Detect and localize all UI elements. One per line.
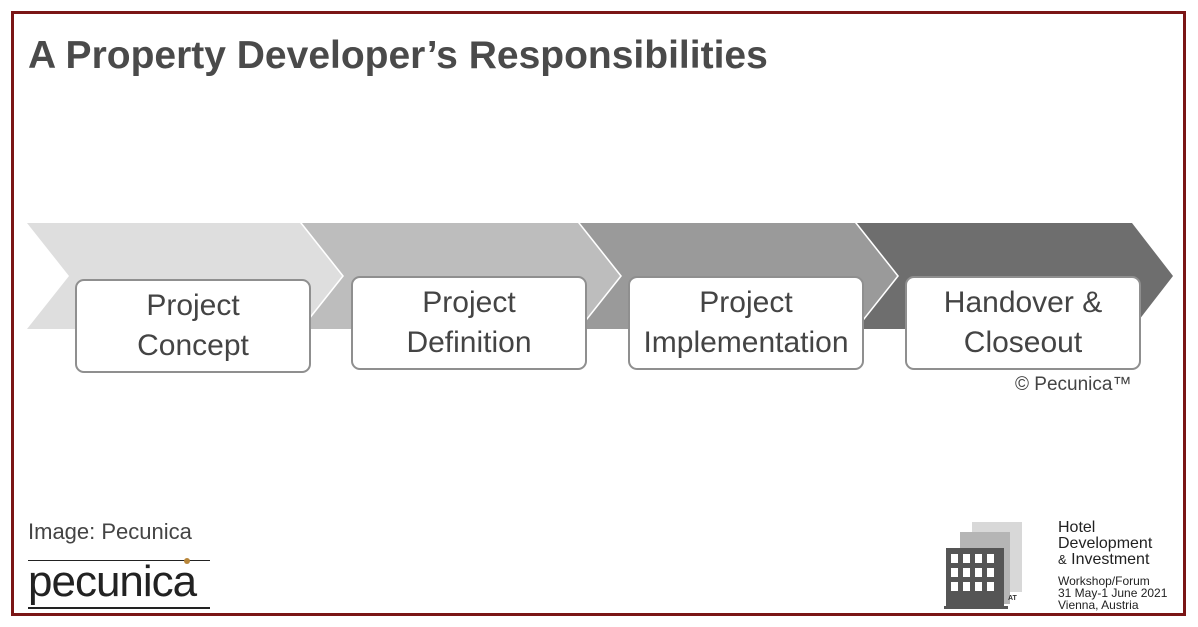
step-label-line2: Definition	[406, 326, 532, 359]
step-project-definition: Project Definition	[351, 276, 587, 370]
event-line-development: Development	[1058, 535, 1153, 552]
event-line-location: Vienna, Austria	[1058, 598, 1139, 612]
event-investment-word: Investment	[1071, 551, 1150, 568]
slide-title: A Property Developer’s Responsibilities	[28, 34, 768, 77]
step-label-line1: Project	[699, 286, 793, 319]
logo-accent-dot	[184, 558, 190, 564]
step-label-line1: Project	[422, 286, 516, 319]
logo-wordmark: pecunica	[28, 557, 197, 606]
event-line-dates: 31 May-1 June 2021	[1058, 586, 1168, 600]
step-project-implementation: Project Implementation	[628, 276, 864, 370]
step-handover-closeout: Handover & Closeout	[905, 276, 1141, 370]
image-credit: Image: Pecunica	[28, 519, 192, 544]
event-line-workshop: Workshop/Forum	[1058, 574, 1150, 588]
event-ampersand: &	[1058, 552, 1067, 567]
step-label-line2: Closeout	[963, 326, 1083, 359]
event-line-hotel: Hotel	[1058, 519, 1096, 536]
step-label-line2: Concept	[137, 329, 249, 362]
logo-top-rule	[28, 560, 210, 561]
logo-bottom-rule	[28, 607, 210, 609]
copyright-notice: © Pecunica™	[1015, 374, 1132, 395]
step-label-line2: Implementation	[643, 326, 849, 359]
hotel-icon-mark: AT	[1008, 595, 1018, 602]
event-info: Hotel Development & Investment Workshop/…	[1058, 519, 1168, 612]
step-label-line1: Handover &	[943, 286, 1103, 319]
pecunica-logo: pecunica	[28, 558, 212, 612]
step-label-line1: Project	[146, 289, 240, 322]
hotel-building-icon: AT	[944, 522, 1022, 609]
step-project-concept: Project Concept	[75, 279, 311, 373]
event-line-investment: & Investment	[1058, 552, 1167, 568]
